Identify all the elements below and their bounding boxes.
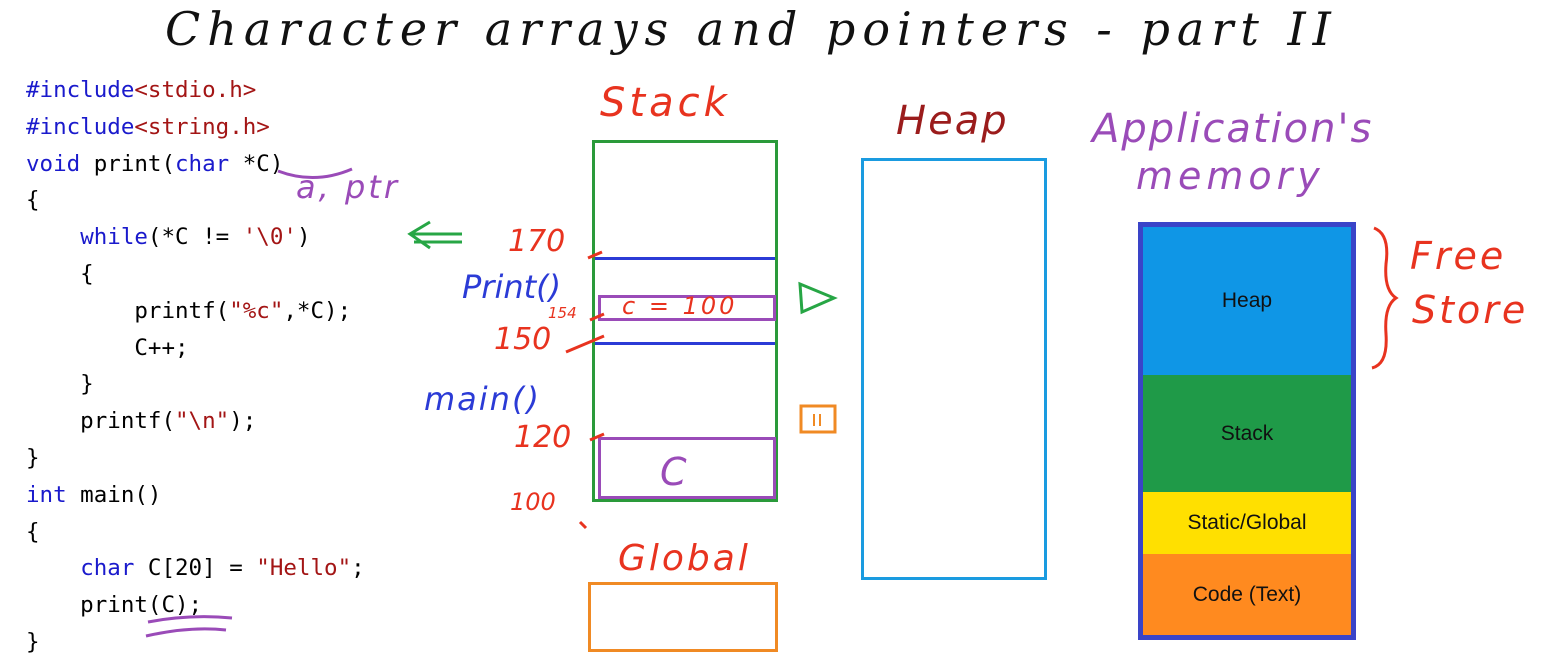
code-token: <string.h>	[134, 113, 270, 140]
address-100: 100	[510, 488, 556, 516]
current-line-arrow-icon	[407, 220, 462, 250]
frame-line-top	[595, 257, 775, 260]
heap-region	[861, 158, 1047, 580]
code-token: print(C);	[26, 592, 203, 619]
page-title: Character arrays and pointers - part II	[165, 2, 1338, 56]
address-150: 150	[494, 322, 552, 357]
code-token: printf(	[26, 297, 230, 324]
address-170: 170	[508, 224, 566, 259]
code-token: {	[26, 518, 40, 545]
code-line: {	[26, 256, 365, 293]
code-token: <stdio.h>	[134, 77, 257, 103]
code-token: C[20] =	[134, 555, 257, 582]
free-store-label-line2: Store	[1412, 288, 1529, 332]
code-token: #include	[26, 77, 135, 103]
code-token: "Hello"	[256, 555, 352, 582]
segment-stack-label: Stack	[1220, 421, 1274, 445]
address-120: 120	[514, 420, 572, 455]
code-line: printf("%c",*C);	[26, 293, 365, 330]
code-line: C++;	[26, 330, 365, 367]
code-token: char	[80, 555, 135, 582]
code-line: }	[26, 366, 365, 403]
code-token: void	[26, 150, 81, 177]
code-line: }	[26, 624, 365, 661]
print-var-cell	[598, 295, 776, 321]
code-token: int	[26, 481, 67, 508]
segment-code-label: Code (Text)	[1192, 582, 1302, 606]
code-line: print(C);	[26, 587, 365, 624]
segment-stack: Stack	[1143, 375, 1351, 492]
code-line: {	[26, 182, 365, 219]
main-frame-label: main()	[424, 380, 541, 418]
code-token: print(	[80, 150, 176, 177]
code-token: *C)	[229, 150, 284, 177]
output-marker-icon	[799, 404, 837, 434]
code-token: (*C !=	[147, 224, 243, 251]
stack-region	[592, 140, 778, 502]
code-token: main()	[66, 481, 162, 508]
frame-line-bottom	[595, 342, 775, 345]
code-line: {	[26, 514, 365, 551]
code-line: int main()	[26, 477, 365, 514]
code-token: while	[80, 224, 148, 251]
segment-static-global: Static/Global	[1143, 492, 1351, 554]
segment-heap-label: Heap	[1221, 289, 1273, 312]
stack-label: Stack	[600, 80, 731, 126]
heap-label: Heap	[896, 98, 1009, 144]
segment-code: Code (Text)	[1143, 554, 1351, 635]
code-token: ;	[351, 555, 365, 582]
code-token: '\0'	[242, 224, 297, 251]
code-token: "\n"	[175, 408, 230, 435]
code-line: #include<stdio.h>	[26, 72, 365, 109]
code-token: {	[26, 260, 94, 287]
code-token: char	[175, 150, 230, 177]
address-154: 154	[548, 304, 577, 322]
code-token: ,*C);	[283, 297, 352, 324]
app-memory-label-line2: memory	[1136, 154, 1325, 198]
free-store-brace	[1371, 226, 1399, 370]
main-array-label: C	[660, 450, 687, 494]
code-listing: #include<stdio.h>#include<string.h>void …	[26, 72, 365, 661]
code-line: }	[26, 440, 365, 477]
code-line: printf("\n");	[26, 403, 365, 440]
segment-heap: Heap	[1143, 227, 1351, 375]
address-ticks	[565, 250, 605, 530]
app-memory-diagram: Heap Stack Static/Global Code (Text)	[1138, 222, 1356, 640]
free-store-label-line1: Free	[1410, 234, 1507, 278]
code-token: {	[26, 187, 40, 214]
code-line: char C[20] = "Hello";	[26, 550, 365, 587]
code-token	[26, 555, 80, 581]
param-underline	[277, 167, 353, 180]
code-token: }	[26, 444, 40, 471]
param-note: a, ptr	[296, 168, 400, 206]
play-marker-icon	[798, 281, 838, 315]
global-label: Global	[618, 538, 751, 579]
code-token: )	[296, 224, 311, 251]
code-line: while(*C != '\0')	[26, 219, 365, 256]
code-token: #include	[26, 113, 135, 140]
code-line: #include<string.h>	[26, 109, 365, 146]
call-underline	[145, 615, 233, 638]
code-token: }	[26, 628, 40, 655]
app-memory-label-line1: Application's	[1092, 106, 1374, 152]
segment-static-label: Static/Global	[1187, 511, 1307, 534]
print-var-value: c = 100	[622, 292, 738, 320]
code-line: void print(char *C)	[26, 146, 365, 183]
global-region	[588, 582, 778, 652]
main-array-cell	[598, 437, 776, 499]
code-token: printf(	[26, 408, 176, 435]
code-token: );	[229, 408, 257, 435]
code-token	[26, 224, 80, 250]
code-token: "%c"	[229, 297, 284, 324]
code-token: C++;	[26, 334, 189, 361]
code-token: }	[26, 371, 94, 398]
print-frame-label: Print()	[462, 268, 562, 306]
